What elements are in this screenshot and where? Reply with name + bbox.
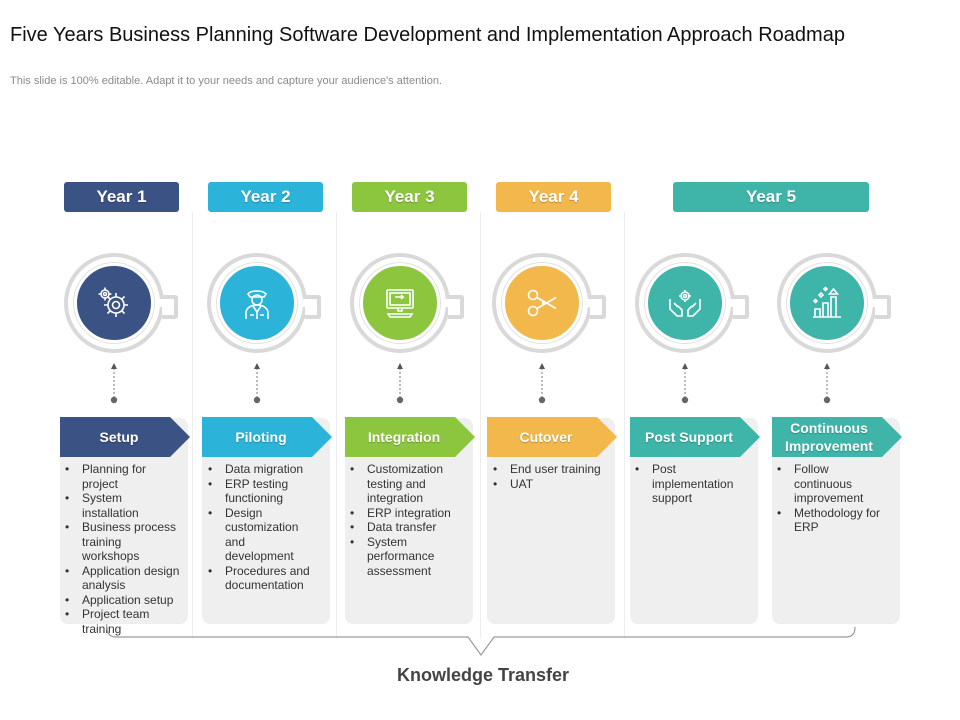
phase-3-emblem xyxy=(350,253,464,353)
list-item: Application design analysis xyxy=(62,564,182,593)
phase-1-emblem xyxy=(64,253,178,353)
phase-5-emblem xyxy=(635,253,749,353)
connector xyxy=(396,363,404,404)
year-2-header: Year 2 xyxy=(208,182,323,212)
year-4-header: Year 4 xyxy=(496,182,611,212)
connector xyxy=(681,363,689,404)
column-divider xyxy=(336,212,337,638)
list-item: System installation xyxy=(62,491,182,520)
list-item: System performance assessment xyxy=(347,535,467,579)
gears-icon xyxy=(98,287,128,317)
phase-4-label: Cutover xyxy=(487,417,617,457)
list-item: End user training xyxy=(490,462,610,477)
list-item: Procedures and documentation xyxy=(205,564,325,593)
phase-6-emblem xyxy=(777,253,891,353)
connector xyxy=(253,363,261,404)
list-item: Project team training xyxy=(62,607,182,636)
list-item: Customization testing and integration xyxy=(347,462,467,506)
list-item: ERP testing functioning xyxy=(205,477,325,506)
phase-2-emblem xyxy=(207,253,321,353)
knowledge-transfer-brace xyxy=(106,626,856,657)
phase-4-items: End user training UAT xyxy=(490,462,610,491)
year-3-header: Year 3 xyxy=(352,182,467,212)
list-item: Data transfer xyxy=(347,520,467,535)
slide-subtitle: This slide is 100% editable. Adapt it to… xyxy=(10,75,442,87)
list-item: Data migration xyxy=(205,462,325,477)
phase-1-label: Setup xyxy=(60,417,190,457)
column-divider xyxy=(480,212,481,638)
year-1-header: Year 1 xyxy=(64,182,179,212)
list-item: Post implementation support xyxy=(632,462,752,506)
phase-2-items: Data migration ERP testing functioning D… xyxy=(205,462,325,593)
phase-1-items: Planning for project System installation… xyxy=(62,462,182,636)
list-item: ERP integration xyxy=(347,506,467,521)
list-item: Design customization and development xyxy=(205,506,325,564)
phase-3-items: Customization testing and integration ER… xyxy=(347,462,467,578)
year-5-header: Year 5 xyxy=(673,182,869,212)
connector xyxy=(110,363,118,404)
list-item: Business process training workshops xyxy=(62,520,182,564)
phase-3-label: Integration xyxy=(345,417,475,457)
computer-icon xyxy=(386,289,414,318)
column-divider xyxy=(624,212,625,638)
knowledge-transfer-label: Knowledge Transfer xyxy=(396,665,570,685)
connector xyxy=(538,363,546,404)
connector xyxy=(823,363,831,404)
phase-5-label: Post Support xyxy=(630,417,760,457)
phase-2-label: Piloting xyxy=(202,417,332,457)
slide-title: Five Years Business Planning Software De… xyxy=(10,24,845,46)
list-item: Follow continuous improvement xyxy=(774,462,894,506)
phase-6-label: Continuous Improvement xyxy=(772,417,902,457)
pilot-icon xyxy=(245,290,269,319)
phase-5-items: Post implementation support xyxy=(632,462,752,506)
scissors-icon xyxy=(527,289,557,317)
list-item: Planning for project xyxy=(62,462,182,491)
phase-6-items: Follow continuous improvement Methodolog… xyxy=(774,462,894,535)
list-item: Application setup xyxy=(62,593,182,608)
column-divider xyxy=(192,212,193,638)
phase-4-emblem xyxy=(492,253,606,353)
list-item: UAT xyxy=(490,477,610,492)
list-item: Methodology for ERP xyxy=(774,506,894,535)
support-hands-icon xyxy=(669,290,701,317)
growth-chart-icon xyxy=(812,286,841,318)
